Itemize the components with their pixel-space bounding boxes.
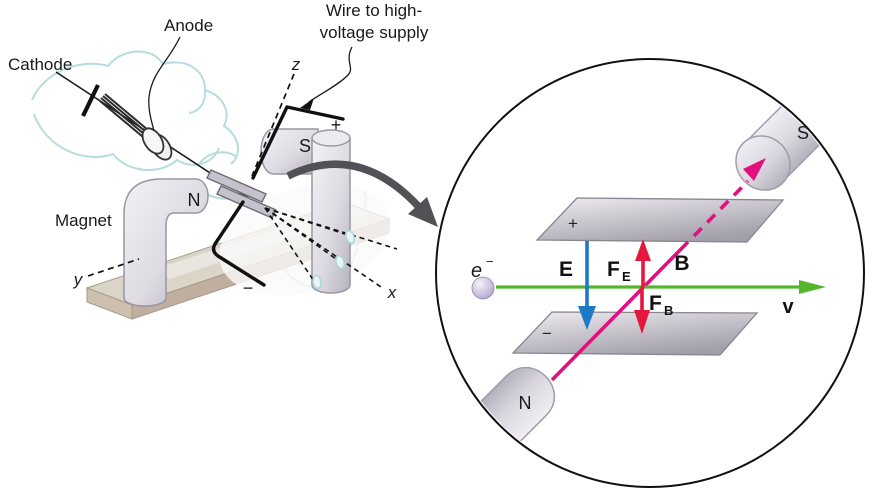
magnet-label: Magnet <box>55 211 112 230</box>
wire-leader-arrowhead <box>300 98 314 110</box>
velocity-arrowhead <box>799 280 826 294</box>
south-magnet-top-face <box>311 129 351 147</box>
axis-x-label: x <box>387 283 397 302</box>
electron-charge-sign: − <box>486 254 494 269</box>
anode-leader-line <box>148 36 181 132</box>
anode-label: Anode <box>164 16 213 35</box>
e-field-label: E <box>559 258 573 281</box>
inset-plate-minus-label: − <box>542 324 552 343</box>
velocity-label: v <box>782 296 794 318</box>
inset-plate-plus-label: + <box>568 214 578 233</box>
b-field-arrow <box>550 158 766 382</box>
north-pole-label: N <box>188 190 201 210</box>
b-field-arrowhead <box>743 158 766 181</box>
velocity-arrow <box>496 280 826 294</box>
e-field-arrow <box>578 241 596 330</box>
force-magnetic-label: F <box>649 292 662 315</box>
inset-detail-view: e − E F E F B B v + − S N <box>435 58 865 488</box>
force-magnetic-arrow <box>634 287 650 334</box>
north-magnet <box>123 178 209 307</box>
force-electric-arrowhead <box>635 239 651 261</box>
force-electric-subscript: E <box>622 269 631 284</box>
high-voltage-wire-top <box>251 105 345 180</box>
zoom-arrow-icon <box>286 160 438 227</box>
electron-label: e <box>471 260 482 282</box>
cathode-plate <box>81 84 100 117</box>
high-voltage-wire-bottom <box>211 200 266 287</box>
wire-leader-line <box>308 46 353 103</box>
deflection-plate-upper <box>206 169 267 203</box>
wire-supply-label-line2: voltage supply <box>320 23 429 42</box>
beam-spots <box>312 229 356 290</box>
south-pole-label: S <box>299 136 311 156</box>
apparatus-diagram: Cathode Anode Wire to high- voltage supp… <box>8 1 429 320</box>
beam-fan-dashed <box>264 207 398 290</box>
south-magnet-post <box>311 137 351 294</box>
inset-north-label: N <box>519 393 532 413</box>
electron-sphere <box>471 276 495 300</box>
axis-y-label: y <box>73 270 84 289</box>
force-magnetic-subscript: B <box>664 303 673 318</box>
wire-supply-label-line1: Wire to high- <box>326 1 422 20</box>
axis-y-line <box>87 258 140 277</box>
b-field-label: B <box>674 252 689 275</box>
e-field-arrowhead <box>578 306 596 330</box>
anode-disc <box>141 127 173 161</box>
minus-terminal-label: − <box>243 278 254 298</box>
axis-z-line <box>251 73 295 177</box>
inset-south-label: S <box>797 123 809 143</box>
force-electric-label: F <box>607 258 620 281</box>
force-magnetic-arrowhead <box>634 310 650 334</box>
cathode-label: Cathode <box>8 55 72 74</box>
force-electric-arrow <box>635 239 651 287</box>
plus-terminal-label: + <box>331 115 342 135</box>
axis-z-label: z <box>291 55 301 74</box>
inset-bottom-plate <box>511 311 759 356</box>
